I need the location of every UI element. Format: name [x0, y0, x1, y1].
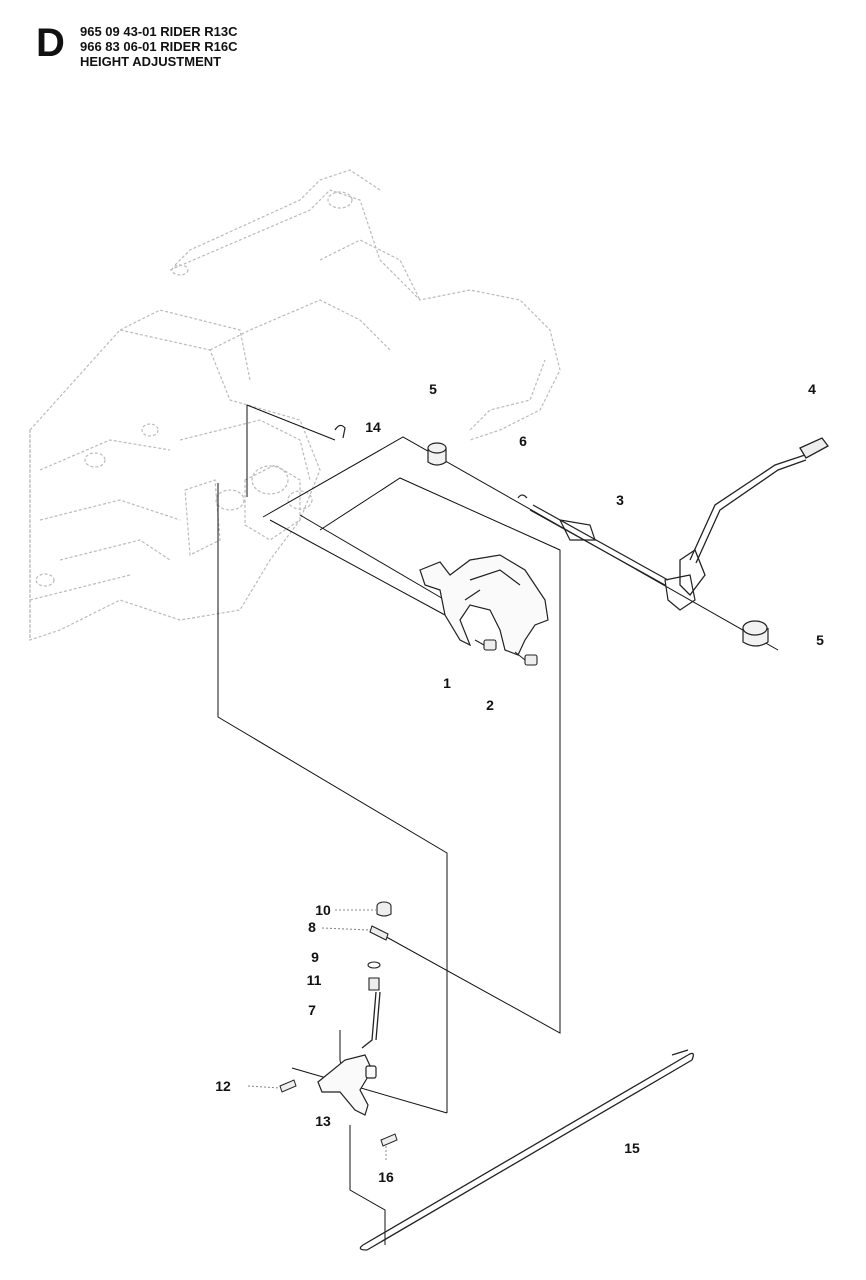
callout-6: 6 — [519, 433, 527, 449]
model-line-r13c: 965 09 43-01 RIDER R13C — [80, 24, 238, 39]
chassis-frame-outline — [29, 169, 561, 641]
section-title: HEIGHT ADJUSTMENT — [80, 54, 222, 69]
model-line-r16c: 966 83 06-01 RIDER R16C — [80, 39, 238, 54]
callout-5-lower: 5 — [816, 632, 824, 648]
part-15-long-rod — [359, 1049, 694, 1251]
title-block: 965 09 43-01 RIDER R13C 966 83 06-01 RID… — [80, 24, 238, 69]
part-16-screw — [380, 1133, 398, 1160]
callout-7: 7 — [308, 1002, 316, 1018]
callout-14: 14 — [365, 419, 381, 435]
callout-4: 4 — [808, 381, 816, 397]
part-5-bushing-upper — [427, 442, 447, 466]
part-13-bracket — [317, 1054, 377, 1116]
callout-1: 1 — [443, 675, 451, 691]
part-3-lift-shaft — [517, 494, 696, 611]
part-10-nut — [335, 901, 392, 917]
part-12-screw — [247, 1079, 297, 1093]
part-7-rod — [361, 991, 381, 1049]
callout-10: 10 — [315, 902, 331, 918]
callout-13: 13 — [315, 1113, 331, 1129]
callout-5-upper: 5 — [429, 381, 437, 397]
callout-9: 9 — [311, 949, 319, 965]
callout-11: 11 — [306, 972, 322, 988]
callout-15: 15 — [624, 1140, 640, 1156]
part-1-sector-plate — [419, 554, 549, 656]
callout-2: 2 — [486, 697, 494, 713]
part-9-washer — [367, 961, 381, 969]
part-5-bushing-lower — [742, 620, 769, 647]
callout-16: 16 — [378, 1169, 394, 1185]
part-4-lift-lever — [679, 437, 829, 596]
section-letter: D — [36, 21, 65, 65]
callout-8: 8 — [308, 919, 316, 935]
part-8-pin — [321, 925, 389, 941]
callout-3: 3 — [616, 492, 624, 508]
part-14-clip — [334, 424, 346, 439]
part-2-bolts — [474, 639, 538, 666]
assembly-leader-lines — [217, 404, 779, 1245]
part-11-nut — [368, 977, 380, 991]
callout-12: 12 — [215, 1078, 231, 1094]
